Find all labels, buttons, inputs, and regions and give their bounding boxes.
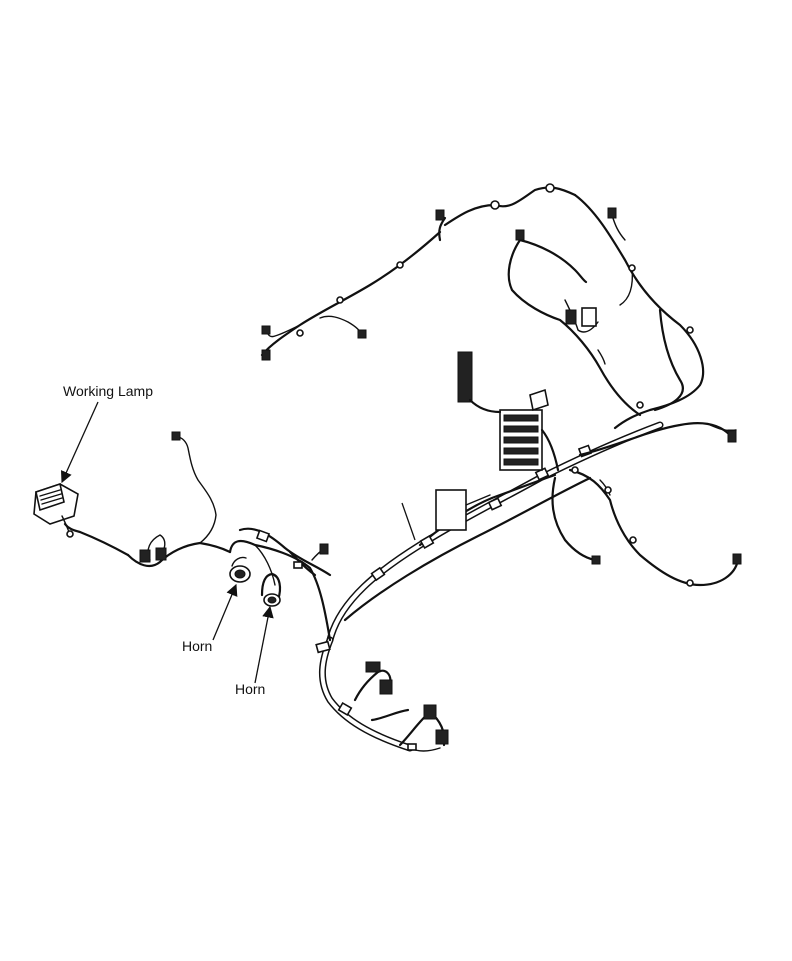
horn-1-label: Horn — [182, 638, 213, 654]
horn-1-arrow — [212, 583, 238, 641]
horn-2 — [260, 572, 282, 607]
fuse-box — [435, 351, 560, 531]
main-trunk-harness — [318, 421, 664, 752]
horn-2-label: Horn — [235, 681, 266, 697]
working-lamp-label: Working Lamp — [63, 383, 154, 399]
upper-left-branch — [260, 183, 577, 361]
left-branch-harness — [63, 431, 332, 642]
trunk-leader-line — [401, 502, 416, 541]
lower-connector-cluster — [353, 661, 449, 752]
working-lamp — [33, 482, 79, 538]
horn-1 — [229, 556, 251, 583]
bundle-clamps — [315, 444, 593, 717]
working-lamp-arrow — [60, 401, 99, 484]
upper-right-loop — [507, 193, 705, 430]
horn-2-arrow — [254, 605, 274, 684]
right-side-branches — [551, 421, 742, 587]
